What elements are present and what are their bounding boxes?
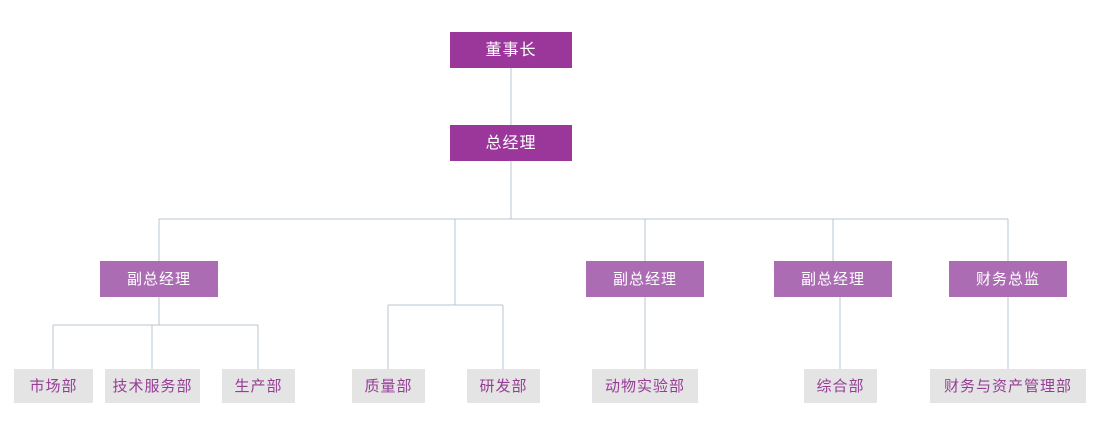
node-dept-general-affairs-label: 综合部 [816,376,865,395]
node-dept-quality[interactable]: 质量部 [352,369,425,403]
node-vp-1[interactable]: 副总经理 [100,261,218,297]
node-dept-animal-lab-label: 动物实验部 [604,376,685,395]
node-general-manager[interactable]: 总经理 [450,125,572,161]
node-dept-production[interactable]: 生产部 [222,369,295,403]
node-dept-finance-asset-label: 财务与资产管理部 [943,376,1072,395]
node-dept-finance-asset[interactable]: 财务与资产管理部 [930,369,1086,403]
node-dept-general-affairs[interactable]: 综合部 [804,369,877,403]
node-chairman-label: 董事长 [485,40,537,59]
node-dept-tech-service-label: 技术服务部 [112,376,193,395]
node-dept-marketing[interactable]: 市场部 [14,369,93,403]
node-vp-3-label: 副总经理 [800,269,865,288]
node-cfo-label: 财务总监 [975,269,1040,288]
node-dept-rd[interactable]: 研发部 [467,369,540,403]
node-cfo[interactable]: 财务总监 [949,261,1067,297]
node-dept-quality-label: 质量部 [364,376,413,395]
node-dept-animal-lab[interactable]: 动物实验部 [592,369,698,403]
node-dept-tech-service[interactable]: 技术服务部 [105,369,200,403]
node-chairman[interactable]: 董事长 [450,32,572,68]
node-dept-rd-label: 研发部 [479,376,528,395]
node-dept-marketing-label: 市场部 [29,376,78,395]
node-general-manager-label: 总经理 [485,133,537,152]
node-vp-2-label: 副总经理 [612,269,677,288]
node-vp-2[interactable]: 副总经理 [586,261,704,297]
node-dept-production-label: 生产部 [234,376,283,395]
node-vp-3[interactable]: 副总经理 [774,261,892,297]
node-vp-1-label: 副总经理 [126,269,191,288]
